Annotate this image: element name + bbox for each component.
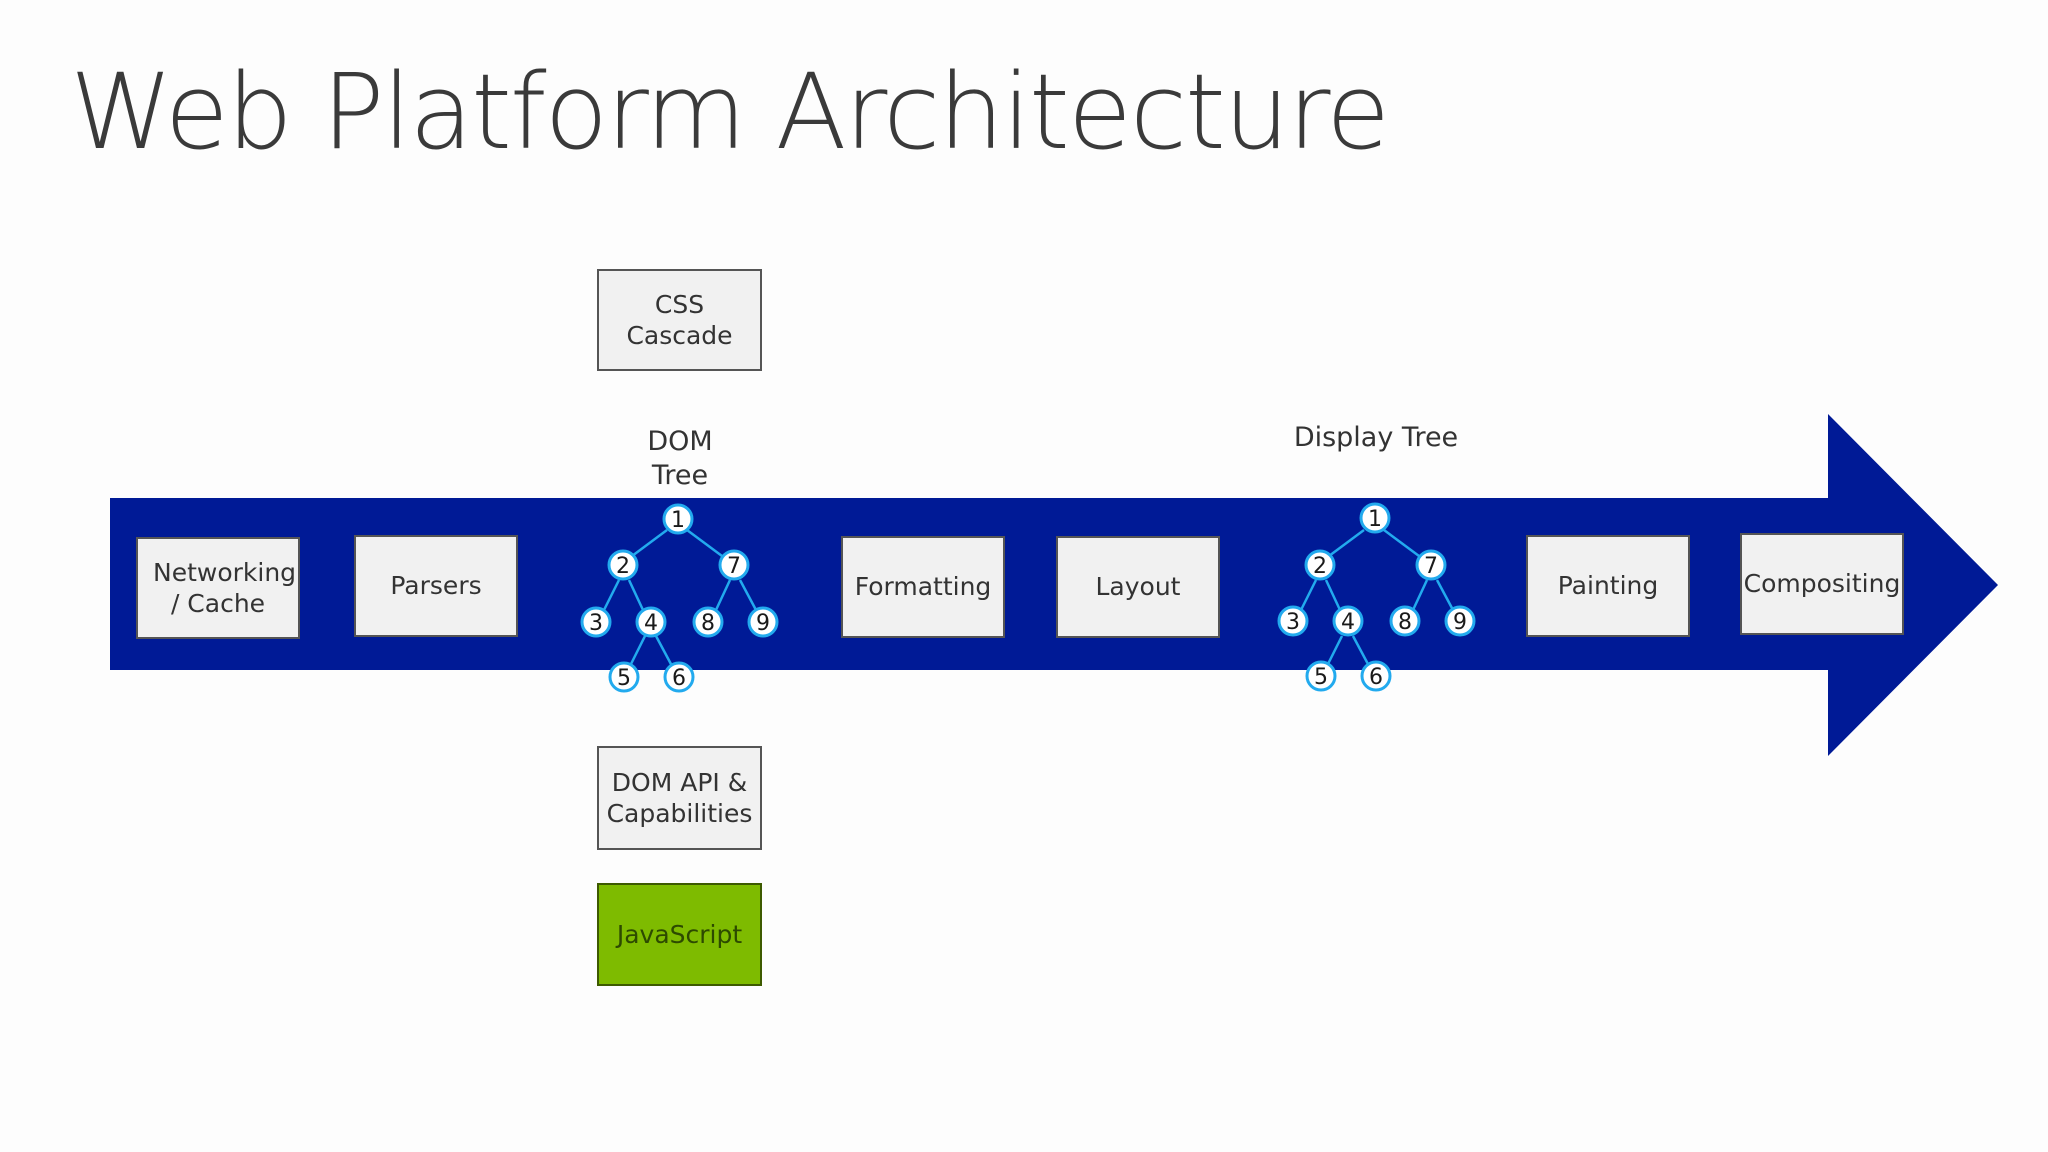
parsers-box[interactable]: Parsers	[354, 535, 518, 637]
svg-text:3: 3	[1286, 610, 1300, 635]
javascript-box[interactable]: JavaScript	[597, 883, 762, 986]
display-node-7: 7	[1415, 549, 1447, 581]
javascript-label: JavaScript	[616, 919, 743, 949]
networking-cache-label: Networking / Cache	[153, 557, 297, 618]
dom-tree-label: DOM Tree	[610, 425, 750, 493]
display-node-4: 4	[1332, 605, 1364, 637]
css-cascade-label: CSS Cascade	[626, 289, 733, 350]
parsers-label: Parsers	[390, 571, 482, 601]
dom-api-label: DOM API & Capabilities	[606, 767, 753, 828]
compositing-label: Compositing	[1743, 569, 1901, 599]
dom-api-box[interactable]: DOM API & Capabilities	[597, 746, 762, 850]
networking-cache-box[interactable]: Networking / Cache	[136, 537, 300, 639]
dom-tree: 1 2 7 3 4 8 9 5 6	[580, 503, 779, 693]
dom-node-1: 1	[662, 503, 694, 535]
display-tree: 1 2 7 3 4 8 9 5 6	[1277, 502, 1476, 692]
svg-text:4: 4	[644, 611, 658, 636]
display-node-9: 9	[1444, 605, 1476, 637]
svg-text:8: 8	[1398, 610, 1412, 635]
layout-box[interactable]: Layout	[1056, 536, 1220, 638]
layout-label: Layout	[1095, 572, 1181, 602]
svg-text:2: 2	[1313, 554, 1327, 579]
svg-text:5: 5	[1314, 665, 1328, 690]
svg-text:6: 6	[672, 666, 686, 691]
compositing-box[interactable]: Compositing	[1740, 533, 1904, 635]
display-node-8: 8	[1389, 605, 1421, 637]
display-node-3: 3	[1277, 605, 1309, 637]
svg-text:9: 9	[756, 611, 770, 636]
svg-text:3: 3	[589, 611, 603, 636]
display-tree-label: Display Tree	[1293, 422, 1459, 453]
slide-title: Web Platform Architecture	[70, 51, 1390, 173]
display-node-6: 6	[1360, 660, 1392, 692]
painting-box[interactable]: Painting	[1526, 535, 1690, 637]
svg-text:8: 8	[701, 611, 715, 636]
svg-text:1: 1	[671, 508, 685, 533]
svg-text:9: 9	[1453, 610, 1467, 635]
display-node-5: 5	[1305, 660, 1337, 692]
svg-text:7: 7	[727, 554, 741, 579]
painting-label: Painting	[1557, 571, 1659, 601]
display-node-1: 1	[1359, 502, 1391, 534]
dom-tree-label-text: DOM Tree	[647, 426, 713, 491]
css-cascade-box[interactable]: CSS Cascade	[597, 269, 762, 371]
dom-node-4: 4	[635, 606, 667, 638]
svg-text:2: 2	[616, 554, 630, 579]
dom-node-5: 5	[608, 661, 640, 693]
svg-text:4: 4	[1341, 610, 1355, 635]
svg-text:5: 5	[617, 666, 631, 691]
svg-text:6: 6	[1369, 665, 1383, 690]
dom-node-7: 7	[718, 549, 750, 581]
formatting-box[interactable]: Formatting	[841, 536, 1005, 638]
dom-node-3: 3	[580, 606, 612, 638]
svg-text:1: 1	[1368, 507, 1382, 532]
dom-node-6: 6	[663, 661, 695, 693]
display-node-2: 2	[1304, 549, 1336, 581]
formatting-label: Formatting	[854, 572, 992, 602]
arrow-shape	[110, 414, 1998, 756]
dom-node-2: 2	[607, 549, 639, 581]
dom-node-8: 8	[692, 606, 724, 638]
svg-text:7: 7	[1424, 554, 1438, 579]
dom-node-9: 9	[747, 606, 779, 638]
